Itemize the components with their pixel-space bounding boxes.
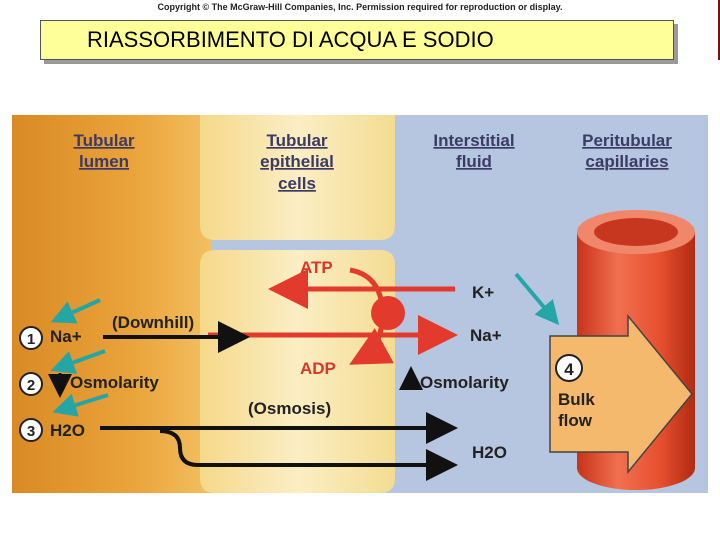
- osmosis-label: (Osmosis): [248, 399, 331, 418]
- downhill-label: (Downhill): [112, 313, 194, 332]
- header-cells-line3: cells: [278, 174, 316, 193]
- atp-label: ATP: [300, 258, 333, 277]
- step-4-number: 4: [564, 360, 574, 379]
- header-lumen-line1: Tubular: [73, 131, 134, 150]
- osmolarity-left-label: Osmolarity: [70, 373, 159, 392]
- step-2-number: 2: [27, 377, 35, 394]
- osmolarity-right-label: Osmolarity: [420, 373, 509, 392]
- step-3-badge: [19, 418, 43, 442]
- header-interstitial-line1: Interstitial: [433, 131, 514, 150]
- header-lumen-line2: lumen: [79, 152, 129, 171]
- header-cells-line1: Tubular: [266, 131, 327, 150]
- step-2-badge: [19, 372, 43, 396]
- header-interstitial-line2: fluid: [456, 152, 492, 171]
- step-3-number: 3: [27, 423, 35, 440]
- step-4-badge: [555, 354, 583, 382]
- na-plus-right-label: Na+: [470, 326, 502, 345]
- bulk-flow-line2: flow: [558, 411, 593, 430]
- teal-arrow-4: [514, 272, 560, 326]
- page-title: RIASSORBIMENTO DI ACQUA E SODIO: [87, 27, 494, 52]
- k-plus-label: K+: [472, 283, 494, 302]
- frame-edge: [718, 0, 720, 60]
- bulk-flow-arrow: [549, 313, 693, 475]
- step-1-badge: [19, 326, 43, 350]
- step-1-number: 1: [27, 331, 35, 348]
- h2o-right-label: H2O: [472, 443, 507, 462]
- teal-arrow-3: [52, 393, 109, 417]
- teal-arrow-2: [50, 349, 106, 374]
- capillary-lumen: [594, 218, 678, 246]
- na-plus-left-label: Na+: [50, 327, 82, 346]
- copyright-notice: Copyright © The McGraw-Hill Companies, I…: [157, 2, 563, 12]
- epithelial-cell-lower: [200, 250, 395, 493]
- adp-label: ADP: [300, 359, 336, 378]
- tubular-lumen-region: [12, 115, 212, 493]
- epithelial-cell-upper: [200, 115, 395, 240]
- bulk-flow-line1: Bulk: [558, 390, 595, 409]
- teal-arrow-1: [50, 298, 101, 324]
- header-capillaries-line2: capillaries: [585, 152, 668, 171]
- h2o-arrow-bottom: [159, 429, 458, 481]
- header-cells-line2: epithelial: [260, 152, 334, 171]
- header-capillaries-line1: Peritubular: [582, 131, 672, 150]
- na-k-pump: [371, 296, 405, 330]
- title-box: RIASSORBIMENTO DI ACQUA E SODIO: [40, 20, 674, 60]
- h2o-left-label: H2O: [50, 421, 85, 440]
